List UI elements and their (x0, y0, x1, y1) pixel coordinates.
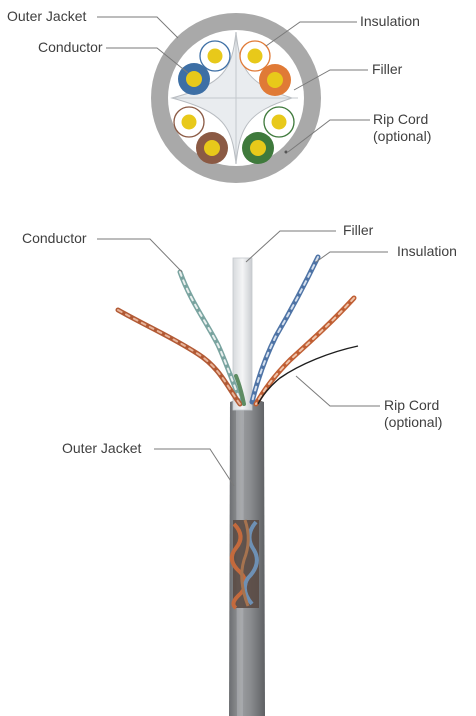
cable-filler (232, 257, 253, 411)
cross-section (97, 13, 370, 183)
label-conductor-top: Conductor (38, 39, 103, 55)
leader-conductor (106, 47, 189, 74)
leader-cable-filler (245, 230, 336, 263)
cross-leader-lines (97, 16, 370, 153)
label-insulation-cable: Insulation (397, 243, 457, 259)
pair-green-short (234, 374, 246, 406)
label-filler-top: Filler (372, 61, 403, 77)
pair-orange (239, 40, 291, 96)
cable-view (97, 230, 388, 716)
leader-cable-conductor (97, 238, 183, 273)
label-rip-cord-top: Rip Cord (optional) (373, 111, 431, 145)
label-filler-cable: Filler (343, 222, 374, 238)
label-rip-cord-cable: Rip Cord (optional) (384, 397, 442, 431)
rip-cord-thread (257, 345, 359, 405)
label-outer-jacket-top: Outer Jacket (7, 8, 87, 24)
leader-insulation (265, 21, 357, 47)
label-outer-jacket-cable: Outer Jacket (62, 440, 142, 456)
rip-cord-line2: (optional) (373, 128, 432, 144)
rip-cord-line1: Rip Cord (373, 111, 429, 127)
pair-blue-right (249, 254, 321, 405)
cable-leader-lines (97, 230, 388, 487)
leader-cable-outer-jacket (154, 448, 235, 487)
jacket-window (229, 519, 259, 610)
twisted-pairs (115, 254, 357, 407)
cable-rip-cord-line2: (optional) (384, 414, 443, 430)
leader-outer-jacket (97, 16, 179, 39)
pair-brown (173, 106, 228, 164)
leader-filler (293, 69, 368, 91)
label-conductor-cable: Conductor (22, 230, 87, 246)
label-insulation-top: Insulation (360, 13, 420, 29)
leader-cable-rip-cord (295, 375, 380, 407)
rip-cord-dot (284, 150, 288, 154)
pair-green (242, 106, 295, 164)
leader-cable-insulation (315, 251, 388, 263)
cable-rip-cord-line1: Rip Cord (384, 397, 440, 413)
leader-rip-cord (287, 119, 370, 153)
